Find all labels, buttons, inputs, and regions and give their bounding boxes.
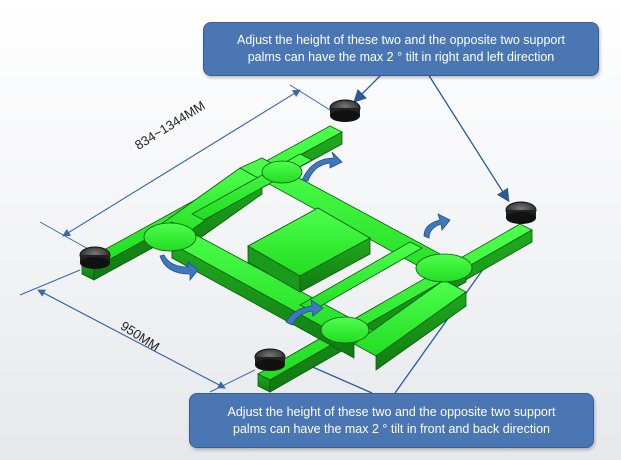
- support-pad-icon: [79, 99, 537, 371]
- dimension-lines: [19, 84, 331, 393]
- support-pad-top-left: [329, 99, 361, 122]
- support-pad-bottom-left: [79, 246, 111, 269]
- rotation-arrow-left: [159, 254, 199, 282]
- callout-bottom: Adjust the height of these two and the o…: [189, 393, 594, 448]
- rotation-arrow-right: [423, 213, 451, 239]
- callout-bottom-line1: Adjust the height of these two and the o…: [227, 405, 556, 419]
- rotation-arrow-top: [301, 151, 343, 182]
- rotation-arrow-icon: [159, 151, 451, 326]
- callout-top: Adjust the height of these two and the o…: [203, 22, 599, 76]
- callout-top-line2: palms can have the max 2 ° tilt in right…: [247, 50, 555, 64]
- rotation-arrow-bottom: [285, 299, 324, 326]
- callout-bottom-line2: palms can have the max 2 ° tilt in front…: [233, 422, 550, 436]
- plate-top: [261, 160, 303, 184]
- plate-right: [415, 253, 473, 283]
- support-pad-bottom-right: [254, 348, 286, 371]
- mounting-plates: [143, 160, 473, 344]
- plate-bottom: [320, 316, 370, 344]
- plate-left: [143, 222, 197, 252]
- callout-top-line1: Adjust the height of these two and the o…: [237, 33, 565, 47]
- support-pad-top-right: [505, 201, 537, 224]
